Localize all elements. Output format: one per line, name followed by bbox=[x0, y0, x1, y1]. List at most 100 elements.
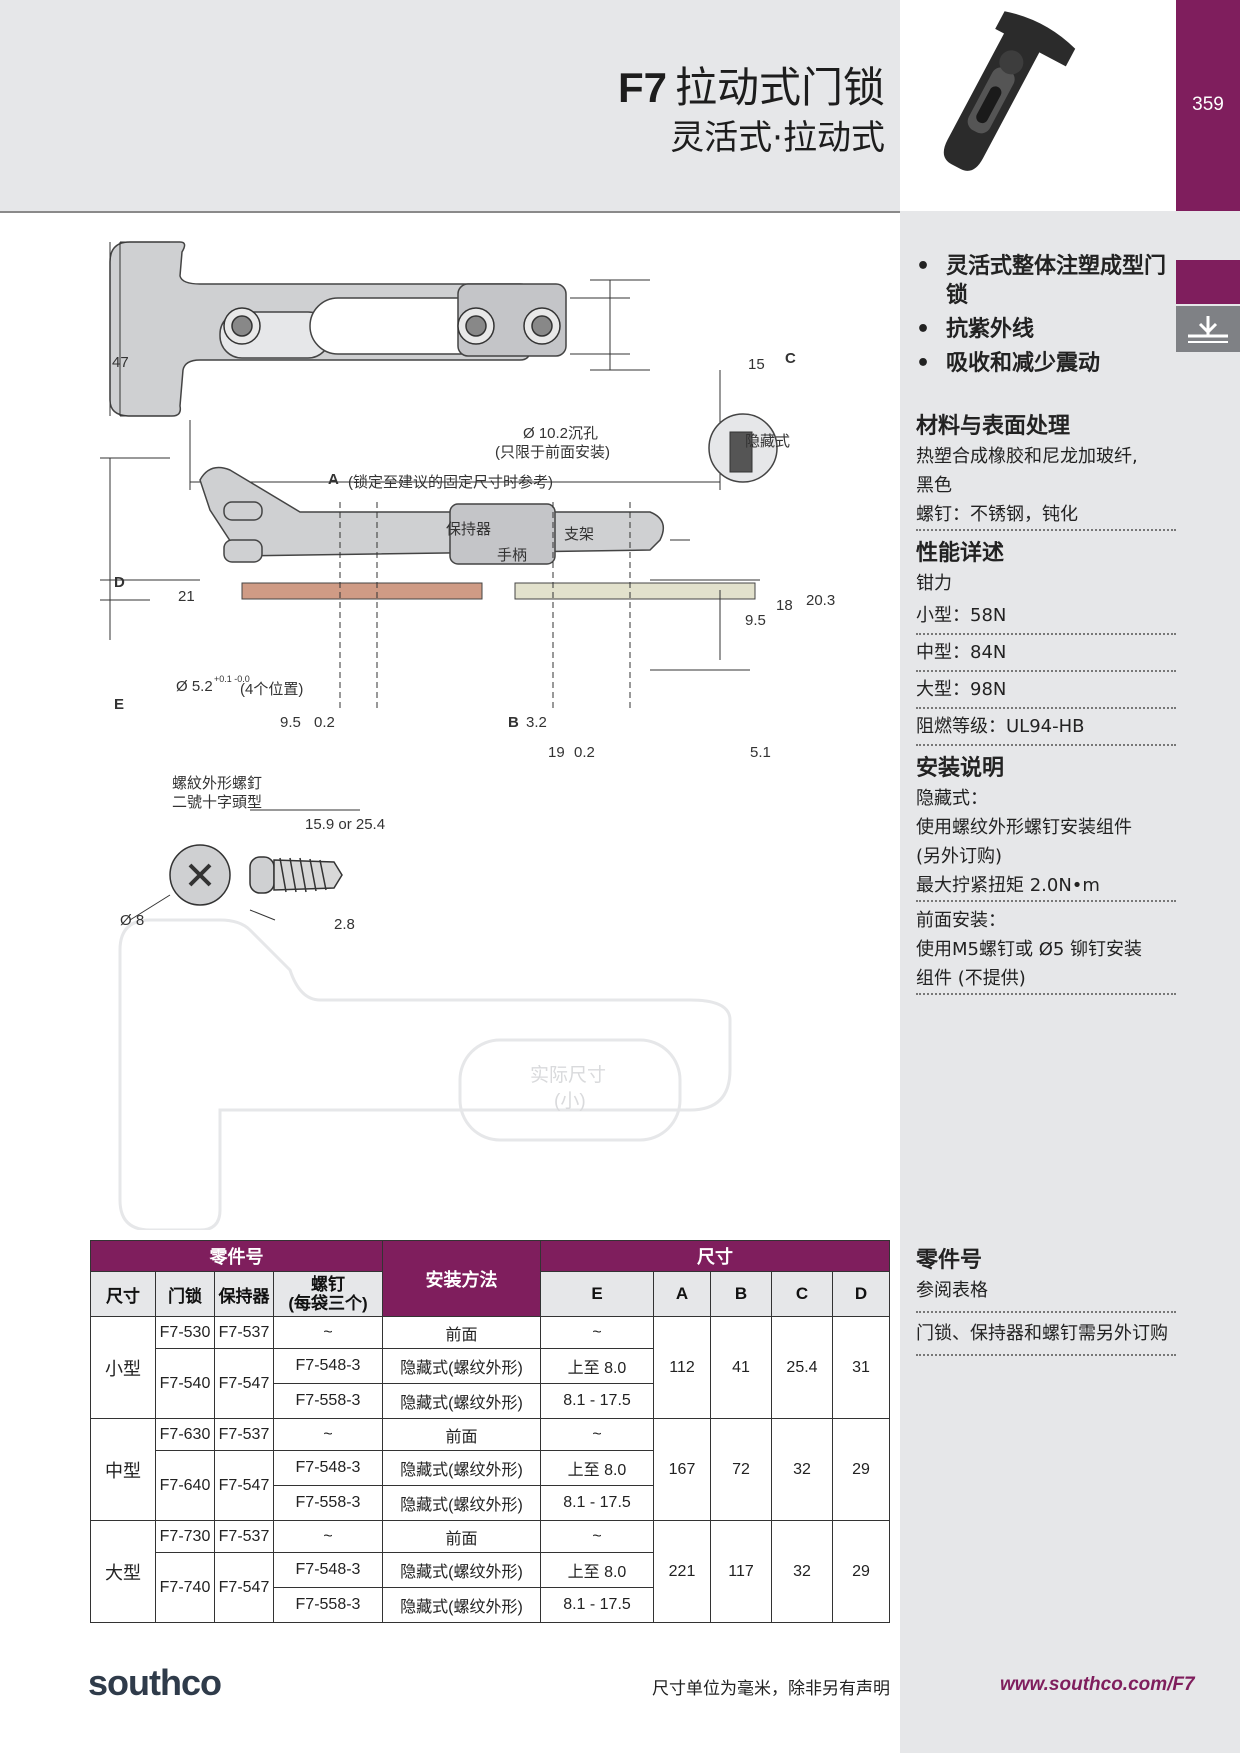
table-group-part: 零件号 bbox=[90, 1240, 383, 1272]
southco-logo: southco bbox=[88, 1662, 222, 1703]
a-cell: 221 bbox=[653, 1520, 711, 1623]
e-cell: ~ bbox=[540, 1418, 654, 1451]
retainer-cell: F7-537 bbox=[214, 1316, 274, 1349]
retainer-cell: F7-537 bbox=[214, 1520, 274, 1553]
feature-item: 抗紫外线 bbox=[916, 315, 1171, 344]
parts-table: 零件号 安装方法 尺寸 尺寸 门锁 保持器 螺钉 (每袋三个) E A B C … bbox=[90, 1240, 890, 1623]
e-cell: 8.1 - 17.5 bbox=[540, 1587, 654, 1623]
header-band bbox=[0, 0, 900, 211]
materials-line: 黑色 bbox=[916, 475, 952, 496]
d-cell: 29 bbox=[832, 1520, 890, 1623]
b-cell: 41 bbox=[710, 1316, 772, 1419]
install-cell: 隐藏式(螺纹外形) bbox=[382, 1552, 541, 1588]
size-cell: 中型 bbox=[90, 1418, 156, 1521]
technical-drawing: 47 15 C Ø 10.2沉孔 (只限于前面安装) 隐藏式 A (锁定至建议的… bbox=[90, 240, 870, 1230]
d-cell: 29 bbox=[832, 1418, 890, 1521]
performance-line: 钳力 bbox=[916, 573, 952, 594]
title-text: 拉动式门锁 bbox=[674, 64, 885, 111]
e-cell: 上至 8.0 bbox=[540, 1450, 654, 1486]
d-cell: 31 bbox=[832, 1316, 890, 1419]
dim-label: C bbox=[785, 350, 796, 367]
performance-heading: 性能详述 bbox=[916, 541, 1005, 566]
category-icon-tab bbox=[1176, 306, 1240, 352]
dim-label: A bbox=[328, 471, 339, 488]
install-cell: 隐藏式(螺纹外形) bbox=[382, 1450, 541, 1486]
top-view bbox=[109, 241, 567, 417]
dim-label: B bbox=[508, 714, 519, 731]
table-row: F7-640 F7-547 F7-548-3 隐藏式(螺纹外形) 上至 8.0 bbox=[91, 1450, 890, 1521]
installation-heading: 安装说明 bbox=[916, 756, 1005, 781]
screw-cell: F7-558-3 bbox=[273, 1587, 383, 1623]
table-row: F7-558-3 隐藏式(螺纹外形) 8.1 - 17.5 bbox=[91, 1383, 890, 1419]
feature-list: 灵活式整体注塑成型门锁 抗紫外线 吸收和减少震动 bbox=[916, 252, 1171, 383]
retainer-cell: F7-547 bbox=[214, 1552, 274, 1623]
table-col-latch: 门锁 bbox=[155, 1271, 215, 1317]
latch-cell: F7-530 bbox=[155, 1316, 215, 1349]
actual-size-label: 实际尺寸 bbox=[530, 1065, 607, 1086]
table-col-a: A bbox=[653, 1271, 711, 1317]
install-cell: 隐藏式(螺纹外形) bbox=[382, 1348, 541, 1384]
e-cell: 上至 8.0 bbox=[540, 1348, 654, 1384]
table-row: F7-558-3 隐藏式(螺纹外形) 8.1 - 17.5 bbox=[91, 1587, 890, 1623]
performance-line: 小型：58N bbox=[916, 601, 1176, 635]
install-cell: 隐藏式(螺纹外形) bbox=[382, 1587, 541, 1623]
table-row: 中型 F7-630 F7-537 ~ 前面 ~ 167 72 32 29 bbox=[90, 1418, 890, 1521]
retainer-cell: F7-537 bbox=[214, 1418, 274, 1451]
screw-cell: F7-548-3 bbox=[273, 1450, 383, 1486]
e-cell: 8.1 - 17.5 bbox=[540, 1485, 654, 1521]
install-cell: 前面 bbox=[382, 1316, 541, 1349]
website-link[interactable]: www.southco.com/F7 bbox=[1000, 1674, 1195, 1695]
materials-line: 热塑合成橡胶和尼龙加玻纤, bbox=[916, 446, 1138, 467]
table-col-e: E bbox=[540, 1271, 654, 1317]
table-row: 大型 F7-730 F7-537 ~ 前面 ~ 221 117 32 29 bbox=[90, 1520, 890, 1623]
page-subtitle: 灵活式·拉动式 bbox=[670, 118, 885, 158]
dim-label: 3.2 bbox=[526, 714, 547, 731]
retainer-cell: F7-547 bbox=[214, 1450, 274, 1521]
dim-label: Ø 5.2 bbox=[176, 678, 213, 695]
installation-line: 最大拧紧扭矩 2.0N•m bbox=[916, 871, 1176, 902]
screw-cell: F7-558-3 bbox=[273, 1383, 383, 1419]
screw-cell: F7-548-3 bbox=[273, 1552, 383, 1588]
dim-label: 0.2 bbox=[314, 714, 335, 731]
table-row: F7-740 F7-547 F7-548-3 隐藏式(螺纹外形) 上至 8.0 bbox=[91, 1552, 890, 1623]
part-number-section: 零件号 参阅表格 门锁、保持器和螺钉需另外订购 bbox=[916, 1246, 1176, 1356]
installation-line: 前面安装： bbox=[916, 910, 1006, 931]
dim-label: D bbox=[114, 574, 125, 591]
performance-line: 阻燃等级：UL94-HB bbox=[916, 709, 1176, 746]
c-cell: 32 bbox=[771, 1520, 833, 1623]
performance-line: 大型：98N bbox=[916, 672, 1176, 709]
table-group-dim: 尺寸 bbox=[540, 1240, 890, 1272]
dim-label: 21 bbox=[178, 588, 195, 605]
a-cell: 167 bbox=[653, 1418, 711, 1521]
dim-label: (锁定至建议的固定尺寸时参考) bbox=[348, 474, 553, 491]
dim-label: 47 bbox=[112, 354, 129, 371]
latch-cell: F7-630 bbox=[155, 1418, 215, 1451]
dim-label: 0.2 bbox=[574, 744, 595, 761]
c-cell: 32 bbox=[771, 1418, 833, 1521]
category-tab bbox=[1176, 260, 1240, 304]
size-cell: 小型 bbox=[90, 1316, 156, 1419]
e-cell: ~ bbox=[540, 1316, 654, 1349]
feature-item: 吸收和减少震动 bbox=[916, 349, 1171, 378]
install-cell: 隐藏式(螺纹外形) bbox=[382, 1383, 541, 1419]
table-col-c: C bbox=[771, 1271, 833, 1317]
dim-label: 螺紋外形螺釘 bbox=[172, 775, 263, 792]
screw-cell: ~ bbox=[273, 1520, 383, 1553]
installation-line: 使用M5螺钉或 Ø5 铆钉安装 bbox=[916, 939, 1143, 960]
latch-cell: F7-730 bbox=[155, 1520, 215, 1553]
page-tab bbox=[1176, 0, 1240, 211]
materials-line: 螺钉：不锈钢，钝化 bbox=[916, 500, 1176, 531]
actual-size-outline bbox=[118, 918, 732, 1230]
installation-line: (另外订购) bbox=[916, 846, 1003, 867]
table-col-d: D bbox=[832, 1271, 890, 1317]
dim-label: 18 bbox=[776, 597, 793, 614]
installation-line: 使用螺纹外形螺钉安装组件 bbox=[916, 817, 1132, 838]
table-col-size: 尺寸 bbox=[90, 1271, 156, 1317]
side-view bbox=[199, 466, 665, 565]
actual-size-label: (小) bbox=[554, 1091, 586, 1112]
dim-label: 9.5 bbox=[745, 612, 766, 629]
retainer-cell: F7-547 bbox=[214, 1348, 274, 1419]
header-divider bbox=[0, 211, 1240, 213]
latch-category-icon bbox=[1188, 316, 1228, 343]
